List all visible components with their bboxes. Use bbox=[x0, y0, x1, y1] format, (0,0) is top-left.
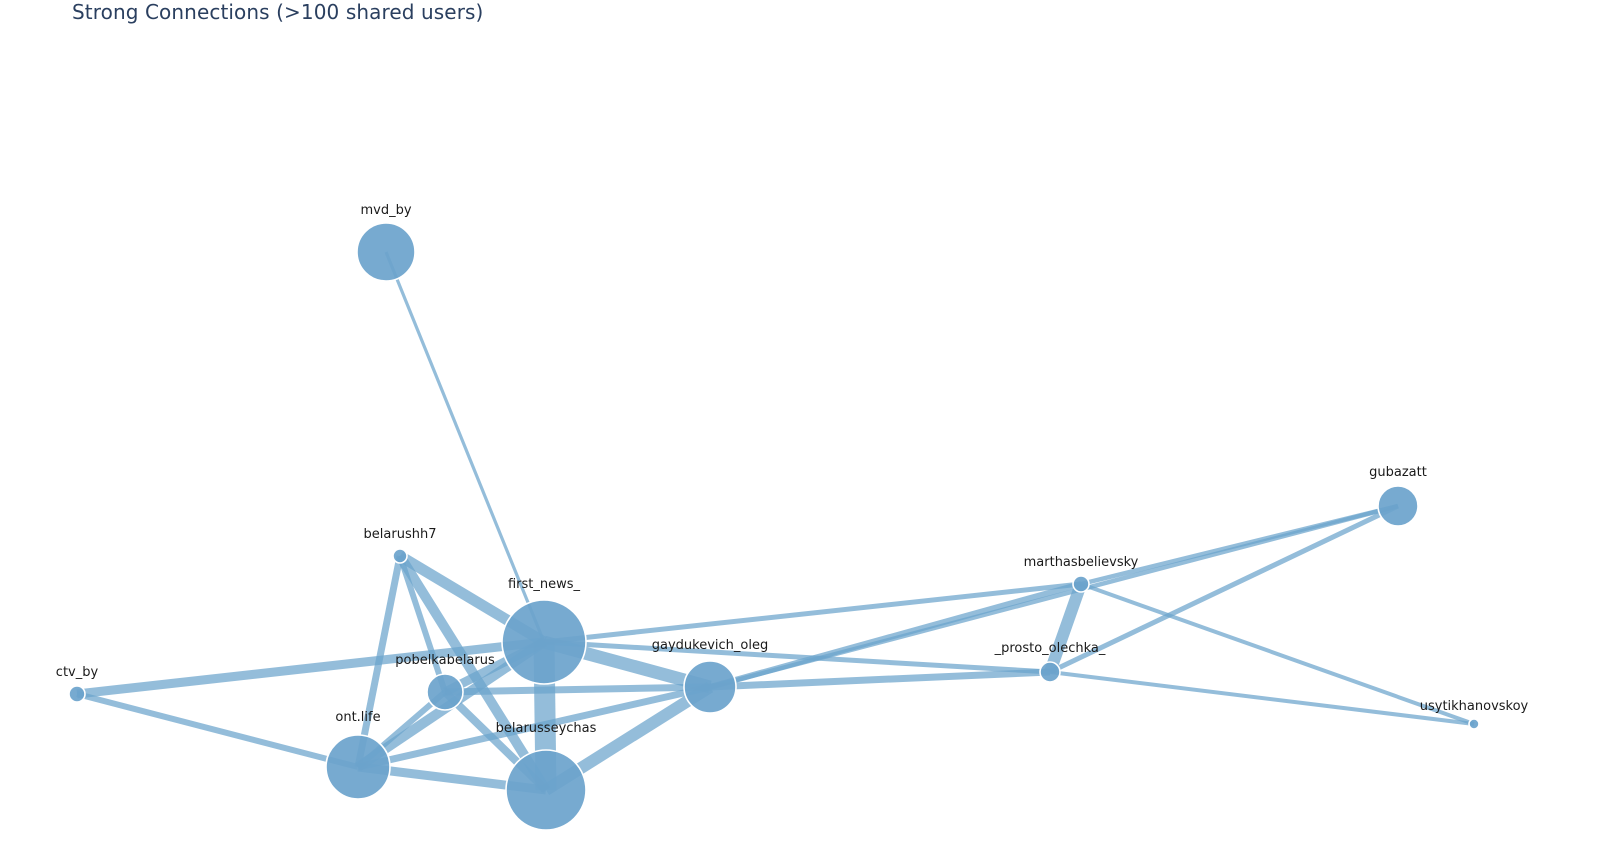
graph-node[interactable] bbox=[392, 548, 408, 564]
graph-edge bbox=[1049, 670, 1475, 726]
graph-node[interactable] bbox=[501, 599, 587, 685]
edges-layer bbox=[76, 251, 1475, 796]
graph-node-label: gubazatt bbox=[1369, 465, 1427, 480]
graph-node-label: gaydukevich_oleg bbox=[652, 638, 768, 653]
graph-node[interactable] bbox=[505, 749, 587, 831]
labels-layer: mvd_by belarushh7 first_news_ pobelkabelaru… bbox=[56, 203, 1529, 736]
graph-node[interactable] bbox=[1377, 485, 1419, 527]
graph-node-label: ctv_by bbox=[56, 665, 99, 680]
graph-edge bbox=[444, 683, 711, 696]
graph-node[interactable] bbox=[356, 222, 416, 282]
graph-node[interactable] bbox=[68, 685, 86, 703]
graph-edge bbox=[76, 691, 359, 770]
graph-node[interactable] bbox=[683, 660, 737, 714]
graph-node[interactable] bbox=[1039, 661, 1061, 683]
graph-node-label: pobelkabelarus bbox=[395, 653, 495, 668]
graph-node-label: belarusseychas bbox=[496, 721, 597, 736]
graph-edge bbox=[357, 683, 711, 771]
graph-edge bbox=[1048, 503, 1400, 675]
page-title: Strong Connections (>100 shared users) bbox=[72, 0, 484, 24]
graph-node-label: mvd_by bbox=[360, 203, 411, 218]
graph-edge bbox=[543, 581, 1082, 645]
graph-node-label: _prosto_olechka_ bbox=[994, 641, 1106, 656]
graph-node-label: marthasbelievsky bbox=[1024, 555, 1139, 570]
graph-node-label: belarushh7 bbox=[364, 527, 437, 542]
graph-node-label: usytikhanovskoy bbox=[1420, 699, 1529, 714]
graph-edge bbox=[543, 639, 1051, 675]
graph-edge bbox=[709, 668, 1051, 691]
graph-node-label: first_news_ bbox=[508, 577, 581, 592]
graph-node[interactable] bbox=[1468, 718, 1480, 730]
graph-edge bbox=[384, 251, 546, 643]
graph-edge bbox=[397, 555, 448, 693]
graph-edge bbox=[1080, 582, 1475, 726]
graph-node[interactable] bbox=[426, 673, 464, 711]
graph-node-label: ont.life bbox=[335, 710, 380, 725]
graph-node[interactable] bbox=[325, 734, 391, 800]
nodes-layer bbox=[68, 222, 1480, 831]
graph-edge bbox=[76, 637, 545, 699]
graph-node[interactable] bbox=[1072, 575, 1090, 593]
graph-edge bbox=[1080, 503, 1399, 587]
graph-edge bbox=[1044, 582, 1087, 674]
